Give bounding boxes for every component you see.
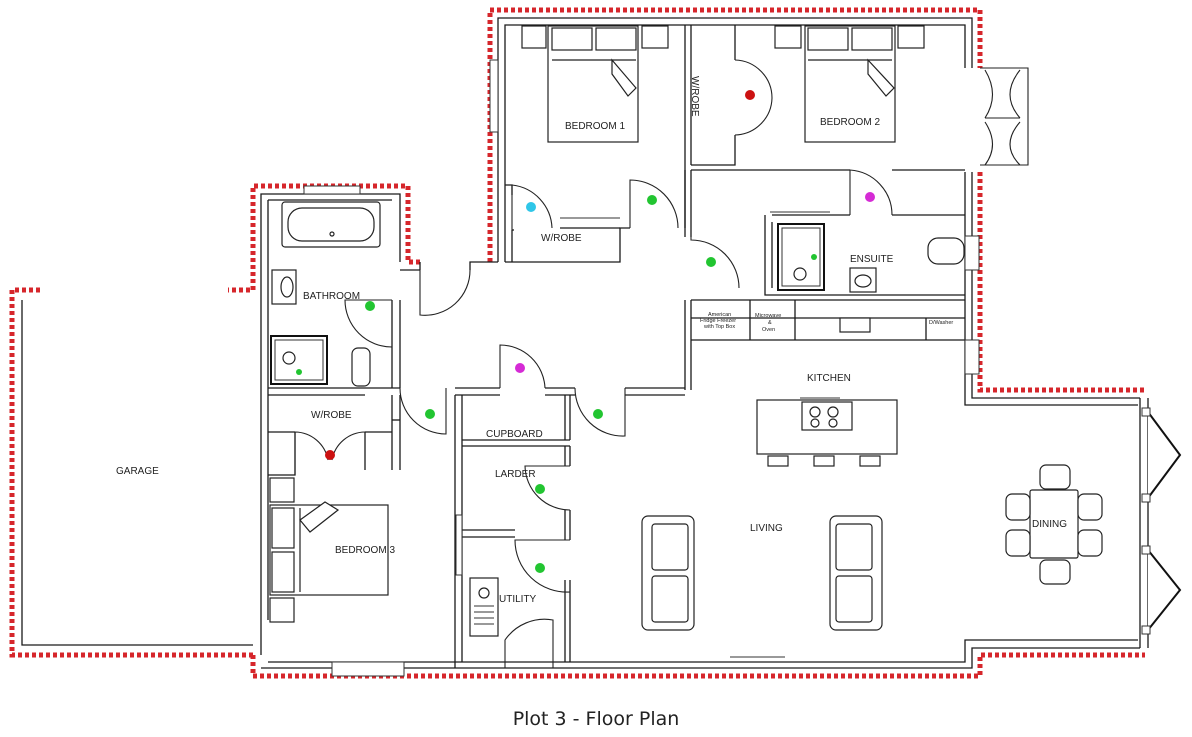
label-micro-3: Oven <box>762 327 775 333</box>
dining-table <box>1005 464 1103 585</box>
label-bathroom: BATHROOM <box>303 291 360 302</box>
label-wrobe-bed1: W/ROBE <box>541 233 582 244</box>
marker-magenta <box>865 192 875 202</box>
appliance-labels: American Fridge Freezer with Top Box Mic… <box>700 312 953 333</box>
marker-green <box>535 484 545 494</box>
bed-bedroom3 <box>269 477 389 623</box>
marker-cyan <box>526 202 536 212</box>
bed-bedroom2 <box>774 25 925 143</box>
kitchen-island <box>756 317 898 467</box>
label-larder: LARDER <box>495 469 536 480</box>
label-bedroom3: BEDROOM 3 <box>335 545 395 556</box>
bathroom-fixtures <box>270 201 381 387</box>
label-garage: GARAGE <box>116 466 159 477</box>
marker-green <box>706 257 716 267</box>
marker-green <box>425 409 435 419</box>
exterior-brick-walls <box>9 7 1145 679</box>
label-micro-2: & <box>768 320 772 326</box>
utility-sink <box>469 577 499 637</box>
label-dining: DINING <box>1032 519 1067 530</box>
plan-caption: Plot 3 - Floor Plan <box>512 708 680 730</box>
label-bedroom2: BEDROOM 2 <box>820 117 880 128</box>
marker-green <box>647 195 657 205</box>
marker-green <box>811 254 817 260</box>
label-wrobe-vertical: W/ROBE <box>689 76 700 117</box>
label-living: LIVING <box>750 523 783 534</box>
room-labels: BEDROOM 1 BEDROOM 2 W/ROBE W/ROBE ENSUIT… <box>116 76 1067 605</box>
marker-magenta <box>515 363 525 373</box>
label-fridge-1: American <box>708 312 731 318</box>
marker-green <box>535 563 545 573</box>
marker-green <box>365 301 375 311</box>
partitions <box>268 25 965 668</box>
bed-bedroom1 <box>521 25 669 143</box>
label-fridge-3: with Top Box <box>703 324 735 330</box>
markers <box>296 90 875 573</box>
label-kitchen: KITCHEN <box>807 373 851 384</box>
windows <box>303 59 980 677</box>
label-bedroom1: BEDROOM 1 <box>565 121 625 132</box>
label-fridge-2: Fridge Freezer <box>700 318 736 324</box>
label-cupboard: CUPBOARD <box>486 429 543 440</box>
marker-green <box>593 409 603 419</box>
marker-red <box>745 90 755 100</box>
bifold-doors-dining <box>1141 407 1182 635</box>
label-dishwasher: D/Washer <box>929 320 953 326</box>
label-wrobe-bed3: W/ROBE <box>311 410 352 421</box>
french-doors-bedroom2 <box>980 67 1029 166</box>
label-micro-1: Microwave <box>755 313 781 319</box>
label-utility: UTILITY <box>499 594 537 605</box>
label-ensuite: ENSUITE <box>850 254 894 265</box>
sofas-living <box>641 515 883 631</box>
marker-red <box>325 450 335 460</box>
marker-green <box>296 369 302 375</box>
